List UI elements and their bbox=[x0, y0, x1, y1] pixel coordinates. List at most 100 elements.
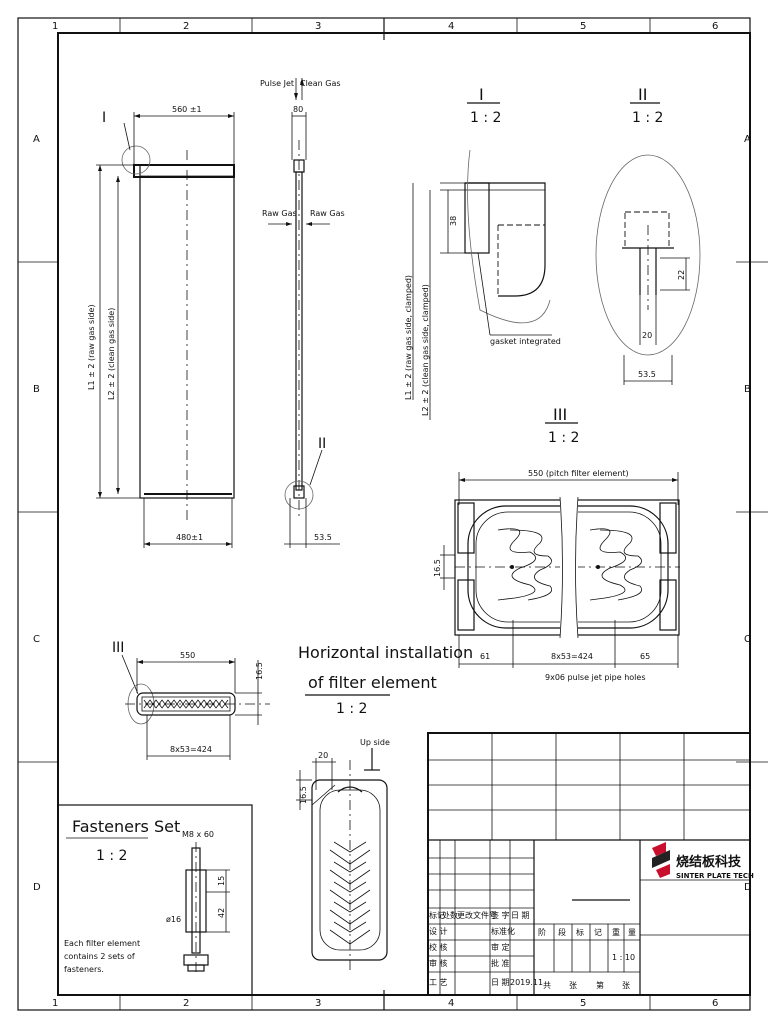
col-label-4b: 4 bbox=[448, 998, 454, 1009]
fasteners-title: Fasteners Set bbox=[72, 817, 180, 836]
fast-note-2: contains 2 sets of bbox=[64, 952, 135, 961]
dim-20: 20 bbox=[642, 331, 652, 340]
col-label-5b: 5 bbox=[580, 998, 586, 1009]
label-m8x60: M8 x 60 bbox=[182, 830, 214, 839]
detail-ii: II 1 : 2 22 20 53.5 bbox=[595, 85, 701, 385]
dim-l1-raw: L1 ± 2 (raw gas side) bbox=[87, 304, 96, 390]
fasteners-set: Fasteners Set 1 : 2 M8 x 60 15 42 ø16 Ea… bbox=[57, 804, 253, 996]
side-view: II Pulse Jet Clean Gas Raw Gas Raw Gas 8… bbox=[260, 78, 345, 548]
row-label-d: D bbox=[33, 882, 41, 893]
row-label-b-r: B bbox=[744, 384, 751, 395]
title-block: 标记 处数 更改文件号 签 字 日 期 设 计 标准化 校 核 审 定 审 核 … bbox=[427, 732, 754, 996]
horiz-scale: 1 : 2 bbox=[336, 701, 367, 717]
row-label-c-r: C bbox=[744, 634, 751, 645]
tb-r3-a: 校 核 bbox=[429, 942, 448, 952]
plan-view: III 550 16.5 8x53=424 bbox=[112, 640, 270, 760]
label-gasket: gasket integrated bbox=[490, 337, 561, 346]
detail-i: I 1 : 2 38 L1 ± 2 (raw gas side, clamped… bbox=[404, 85, 561, 420]
col-label-1: 1 bbox=[52, 21, 58, 32]
tb-stage-5: 重 bbox=[612, 927, 620, 937]
dim-38: 38 bbox=[449, 216, 458, 226]
zone-labels: 1 2 3 4 5 6 1 2 3 4 5 6 A B C D A B C D bbox=[33, 21, 752, 1009]
row-label-d-r: D bbox=[744, 882, 752, 893]
dim-l2-clamped: L2 ± 2 (clean gas side, clamped) bbox=[421, 284, 430, 416]
dim-16-5-iii: 16.5 bbox=[433, 559, 442, 577]
note-pulse-holes: 9x06 pulse jet pipe holes bbox=[545, 673, 646, 682]
tb-h3: 更改文件号 bbox=[457, 910, 497, 920]
detail-iii-title: III bbox=[553, 405, 567, 424]
plan-dim-16-5: 16.5 bbox=[255, 662, 264, 680]
label-up-side: Up side bbox=[360, 738, 390, 747]
col-label-2b: 2 bbox=[183, 998, 189, 1009]
tb-h1: 标记 bbox=[429, 910, 445, 920]
dim-l2-clean: L2 ± 2 (clean gas side) bbox=[107, 308, 116, 400]
row-label-a: A bbox=[33, 134, 40, 145]
label-raw-gas-left: Raw Gas bbox=[262, 209, 297, 218]
front-view: I 560 ±1 480±1 L1 ± 2 (raw gas side) L2 … bbox=[87, 105, 235, 548]
tb-r3-c: 审 定 bbox=[491, 942, 510, 952]
fast-dia-16: ø16 bbox=[166, 915, 181, 924]
tb-r4-c: 批 准 bbox=[491, 958, 510, 968]
row-label-c: C bbox=[33, 634, 40, 645]
drawing-frame bbox=[17, 17, 768, 1011]
plan-dim-550: 550 bbox=[180, 651, 195, 660]
dim-53-5: 53.5 bbox=[314, 533, 332, 542]
tb-date: 2019.11 bbox=[510, 978, 543, 987]
detail-i-title: I bbox=[479, 85, 484, 104]
tb-h2: 处数 bbox=[442, 910, 458, 920]
horiz-title-2: of filter element bbox=[308, 673, 437, 692]
logo-en-text: SINTER PLATE TECH bbox=[676, 872, 754, 880]
label-raw-gas-right: Raw Gas bbox=[310, 209, 345, 218]
fast-note-1: Each filter element bbox=[64, 939, 140, 948]
tb-stage-1: 阶 bbox=[538, 927, 546, 937]
row-label-b: B bbox=[33, 384, 40, 395]
horiz-dim-20: 20 bbox=[318, 751, 328, 760]
tb-r5-a: 工 艺 bbox=[429, 978, 448, 987]
tb-sheet-2: 张 bbox=[569, 981, 577, 990]
tb-stage-4: 记 bbox=[594, 928, 602, 937]
dim-22: 22 bbox=[677, 270, 686, 280]
detail-ii-tag: II bbox=[318, 436, 326, 452]
col-label-4: 4 bbox=[448, 21, 454, 32]
tb-stage-3: 标 bbox=[576, 927, 584, 937]
dim-560: 560 ±1 bbox=[172, 105, 202, 114]
horizontal-installation: Horizontal installation of filter elemen… bbox=[296, 643, 473, 970]
col-label-5: 5 bbox=[580, 21, 586, 32]
label-pulse-jet: Pulse Jet bbox=[260, 79, 294, 88]
detail-ii-title: II bbox=[638, 85, 647, 104]
col-label-6b: 6 bbox=[712, 998, 718, 1009]
dim-65: 65 bbox=[640, 652, 650, 661]
detail-iii-scale: 1 : 2 bbox=[548, 430, 579, 446]
fasteners-scale: 1 : 2 bbox=[96, 848, 127, 864]
tb-r5-c: 日 期 bbox=[491, 978, 510, 987]
tb-sheet-1: 共 bbox=[543, 981, 551, 990]
dim-480: 480±1 bbox=[176, 533, 203, 542]
tb-r4-a: 审 核 bbox=[429, 958, 448, 968]
dim-8x53: 8x53=424 bbox=[551, 652, 593, 661]
tb-sheet-4: 张 bbox=[622, 981, 630, 990]
detail-i-scale: 1 : 2 bbox=[470, 110, 501, 126]
col-label-2: 2 bbox=[183, 21, 189, 32]
fast-dim-15: 15 bbox=[217, 876, 226, 886]
dim-550-pitch: 550 (pitch filter element) bbox=[528, 469, 629, 478]
tb-stage-2: 段 bbox=[558, 927, 566, 937]
fast-dim-42: 42 bbox=[217, 908, 226, 918]
col-label-1b: 1 bbox=[52, 998, 58, 1009]
label-clean-gas: Clean Gas bbox=[300, 79, 341, 88]
dim-l1-clamped: L1 ± 2 (raw gas side, clamped) bbox=[404, 275, 413, 400]
tb-r2-a: 设 计 bbox=[429, 926, 448, 936]
company-logo: 烧结板科技 SINTER PLATE TECH bbox=[652, 842, 754, 880]
horiz-dim-16-5: 16.5 bbox=[299, 786, 308, 804]
tb-r2-c: 标准化 bbox=[491, 926, 515, 936]
horiz-title-1: Horizontal installation bbox=[298, 643, 473, 662]
detail-iii: III 1 : 2 550 (pitch filter element) bbox=[433, 405, 680, 682]
col-label-3: 3 bbox=[315, 21, 321, 32]
col-label-3b: 3 bbox=[315, 998, 321, 1009]
tb-sheet-3: 第 bbox=[596, 980, 604, 990]
dim-80: 80 bbox=[293, 105, 303, 114]
detail-iii-tag: III bbox=[112, 640, 124, 656]
logo-cn-text: 烧结板科技 bbox=[676, 854, 742, 870]
tb-scale: 1 : 10 bbox=[612, 953, 635, 962]
plan-dim-8x53: 8x53=424 bbox=[170, 745, 212, 754]
